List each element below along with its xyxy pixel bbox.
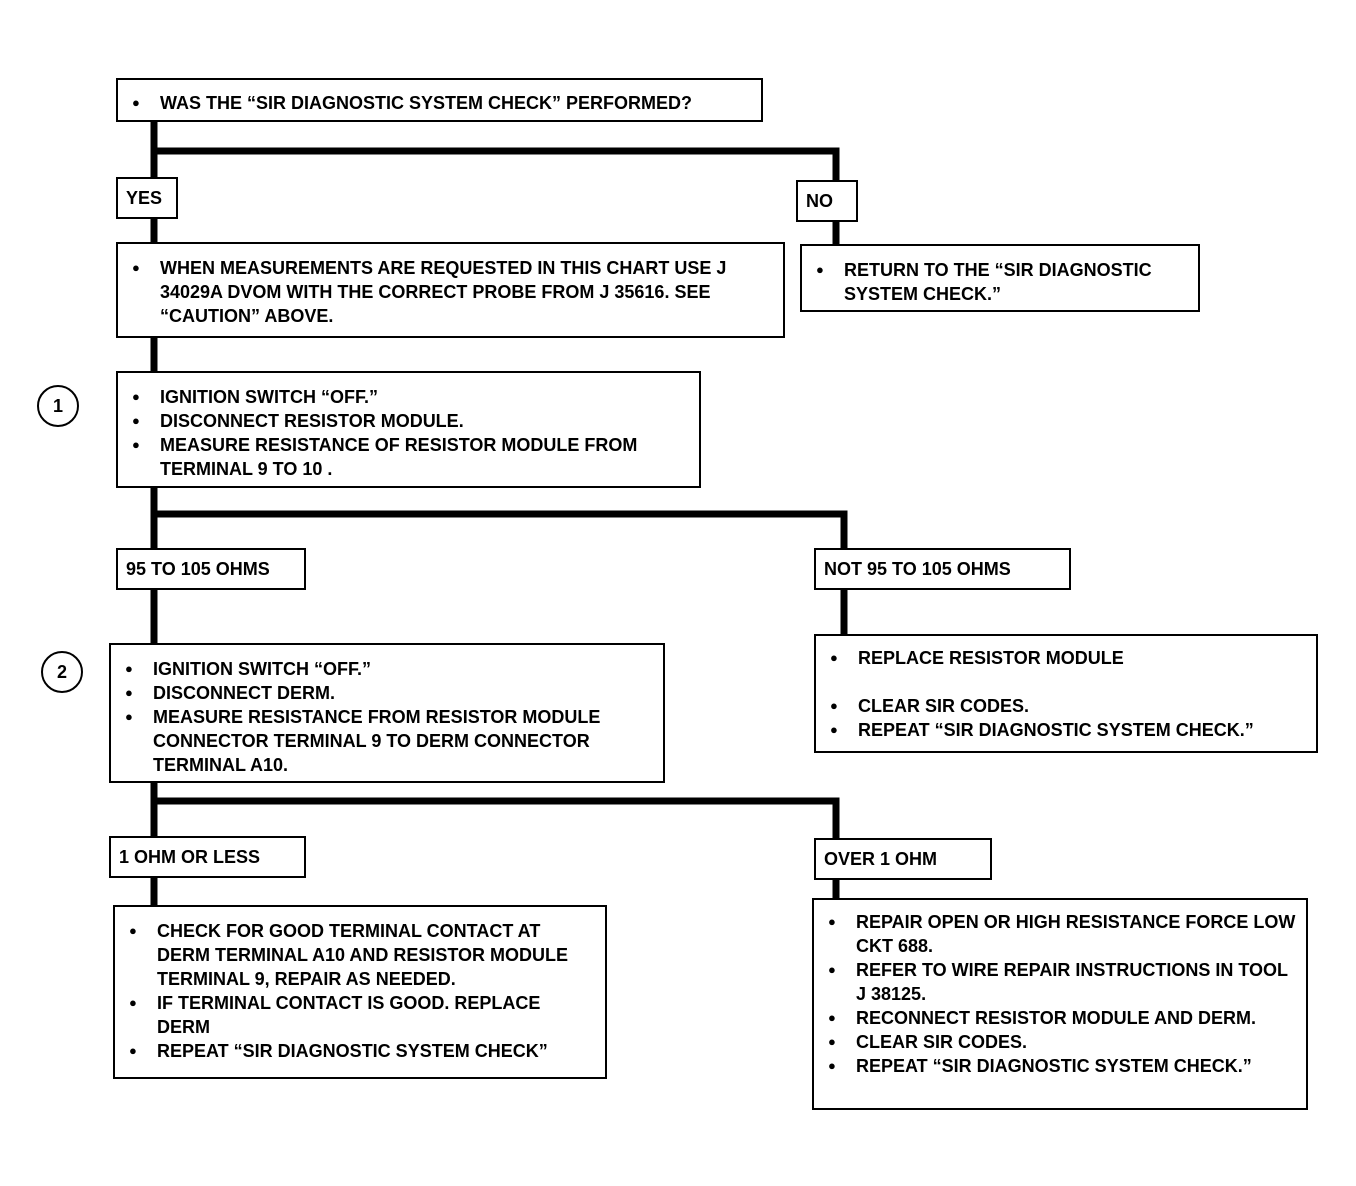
step-1-box: IGNITION SWITCH “OFF.” DISCONNECT RESIST… bbox=[116, 371, 701, 488]
step-2-box: IGNITION SWITCH “OFF.” DISCONNECT DERM. … bbox=[109, 643, 665, 783]
question-text: WAS THE “SIR DIAGNOSTIC SYSTEM CHECK” PE… bbox=[126, 91, 753, 115]
replace-item: REPLACE RESISTOR MODULE bbox=[824, 646, 1308, 670]
question-box: WAS THE “SIR DIAGNOSTIC SYSTEM CHECK” PE… bbox=[116, 78, 763, 122]
replace-item: REPEAT “SIR DIAGNOSTIC SYSTEM CHECK.” bbox=[824, 718, 1308, 742]
step-1-marker: 1 bbox=[37, 385, 79, 427]
return-item: RETURN TO THE “SIR DIAGNOSTIC SYSTEM CHE… bbox=[810, 258, 1190, 306]
repair-item: REPAIR OPEN OR HIGH RESISTANCE FORCE LOW… bbox=[822, 910, 1298, 958]
step-2-ok-label: 1 OHM OR LESS bbox=[109, 836, 306, 878]
step-1-ok-label: 95 TO 105 OHMS bbox=[116, 548, 306, 590]
connector-question-split bbox=[150, 118, 840, 252]
return-to-check-box: RETURN TO THE “SIR DIAGNOSTIC SYSTEM CHE… bbox=[800, 244, 1200, 312]
step-1-item: DISCONNECT RESISTOR MODULE. bbox=[126, 409, 691, 433]
repair-item: REPEAT “SIR DIAGNOSTIC SYSTEM CHECK.” bbox=[822, 1054, 1298, 1078]
repair-item: RECONNECT RESISTOR MODULE AND DERM. bbox=[822, 1006, 1298, 1030]
step-2-item: MEASURE RESISTANCE FROM RESISTOR MODULE … bbox=[119, 705, 655, 777]
contact-item: CHECK FOR GOOD TERMINAL CONTACT AT DERM … bbox=[123, 919, 597, 991]
check-terminal-contact-box: CHECK FOR GOOD TERMINAL CONTACT AT DERM … bbox=[113, 905, 607, 1079]
measurement-instructions-box: WHEN MEASUREMENTS ARE REQUESTED IN THIS … bbox=[116, 242, 785, 338]
replace-resistor-box: REPLACE RESISTOR MODULE CLEAR SIR CODES.… bbox=[814, 634, 1318, 753]
step-2-not-ok-label: OVER 1 OHM bbox=[814, 838, 992, 880]
repair-circuit-box: REPAIR OPEN OR HIGH RESISTANCE FORCE LOW… bbox=[812, 898, 1308, 1110]
step-1-item: MEASURE RESISTANCE OF RESISTOR MODULE FR… bbox=[126, 433, 691, 481]
contact-item: IF TERMINAL CONTACT IS GOOD. REPLACE DER… bbox=[123, 991, 597, 1039]
replace-item: CLEAR SIR CODES. bbox=[824, 694, 1308, 718]
no-label: NO bbox=[796, 180, 858, 222]
step-1-not-ok-label: NOT 95 TO 105 OHMS bbox=[814, 548, 1071, 590]
instruction-item: WHEN MEASUREMENTS ARE REQUESTED IN THIS … bbox=[126, 256, 775, 328]
contact-item: REPEAT “SIR DIAGNOSTIC SYSTEM CHECK” bbox=[123, 1039, 597, 1063]
step-2-item: DISCONNECT DERM. bbox=[119, 681, 655, 705]
step-1-item: IGNITION SWITCH “OFF.” bbox=[126, 385, 691, 409]
repair-item: REFER TO WIRE REPAIR INSTRUCTIONS IN TOO… bbox=[822, 958, 1298, 1006]
repair-item: CLEAR SIR CODES. bbox=[822, 1030, 1298, 1054]
yes-label: YES bbox=[116, 177, 178, 219]
step-2-item: IGNITION SWITCH “OFF.” bbox=[119, 657, 655, 681]
step-2-marker: 2 bbox=[41, 651, 83, 693]
